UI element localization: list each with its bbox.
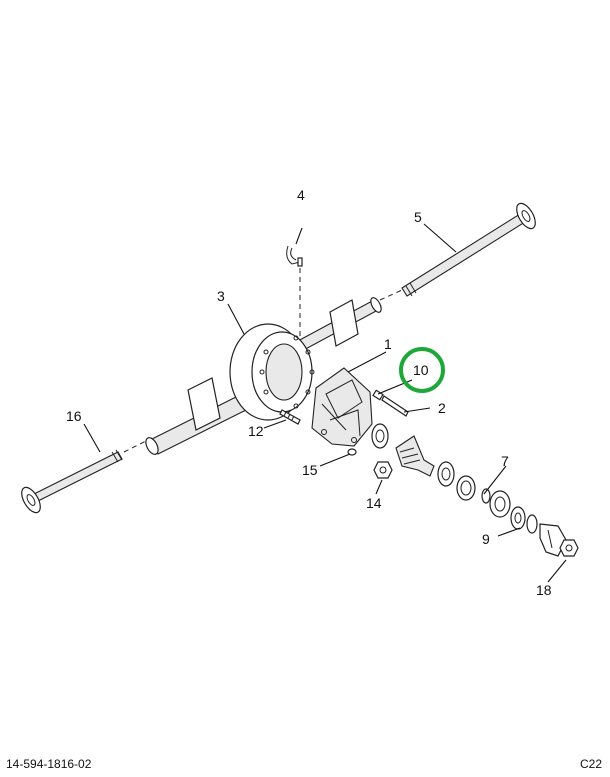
part-12-stud (279, 409, 301, 425)
callout-5[interactable]: 5 (414, 209, 422, 225)
callout-16[interactable]: 16 (66, 408, 82, 424)
callout-10[interactable]: 10 (413, 362, 429, 378)
part-14-nut (373, 461, 393, 479)
callout-15[interactable]: 15 (302, 462, 318, 478)
part-9-pinion-seal (510, 506, 538, 534)
part-5-dash-line (379, 289, 403, 301)
callout-18[interactable]: 18 (536, 582, 552, 598)
callout-9[interactable]: 9 (482, 531, 490, 547)
part-16-left-axle-shaft (21, 449, 123, 514)
document-number: 14-594-1816-02 (6, 757, 92, 771)
callout-2[interactable]: 2 (438, 400, 446, 416)
page-reference: C22 (579, 757, 602, 771)
pinion-gear (395, 435, 435, 477)
callout-7[interactable]: 7 (501, 453, 509, 469)
part-2-carrier-bolt (372, 389, 409, 417)
highlight-ring-callout-10 (399, 347, 445, 393)
carrier-bearing (371, 423, 389, 449)
callout-1[interactable]: 1 (384, 336, 392, 352)
part-1-differential-carrier (311, 367, 373, 447)
callout-labels: 4 5 3 1 10 2 12 16 15 14 7 9 18 (66, 187, 552, 598)
part-4-breather (286, 245, 303, 267)
part-18-pinion-nut (559, 539, 579, 557)
callout-3[interactable]: 3 (217, 288, 225, 304)
callout-12[interactable]: 12 (248, 423, 264, 439)
callout-14[interactable]: 14 (366, 495, 382, 511)
part-15-washer (347, 448, 357, 456)
part-3-axle-housing (145, 297, 382, 455)
callout-4[interactable]: 4 (297, 187, 305, 203)
part-5-right-axle-shaft (401, 202, 536, 297)
part-7-pinion-bearing (437, 461, 511, 518)
